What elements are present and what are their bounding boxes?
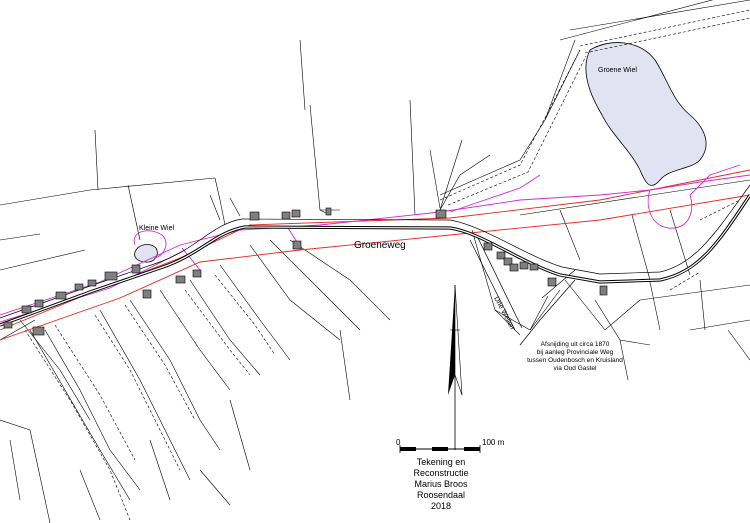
credit-line-4: Roosendaal (417, 490, 465, 500)
main-road (0, 184, 750, 327)
annotation-line-4: via Oud Gastel (554, 365, 598, 372)
kleine-wiel-pond (134, 244, 158, 263)
scale-end-label: 100 m (482, 438, 505, 447)
north-arrow-icon (448, 284, 463, 450)
pond-label-groene-wiel: Groene Wiel (598, 67, 637, 74)
ditch-lines (24, 9, 750, 521)
scale-bar: 0 100 m (396, 438, 505, 453)
red-lines (0, 169, 750, 341)
groene-wiel-pond (585, 42, 707, 186)
credit-block: Tekening en Reconstructie Marius Broos R… (413, 457, 468, 511)
cutoff-annotation: Afsnijding uit circa 1870 bij aanleg Pro… (527, 341, 623, 372)
credit-line-5: 2018 (431, 501, 451, 511)
scale-start-label: 0 (396, 438, 401, 447)
credit-line-3: Marius Broos (414, 479, 468, 489)
annotation-line-2: bij aanleg Provinciale Weg (537, 349, 614, 356)
credit-line-2: Reconstructie (413, 468, 468, 478)
annotation-line-1: Afsnijding uit circa 1870 (541, 341, 610, 348)
street-label-groeneweg: Groeneweg (354, 240, 406, 251)
credit-line-1: Tekening en (417, 457, 466, 467)
pond-label-kleine-wiel: Kleine Wiel (139, 225, 174, 232)
street-label-drie-weilen: Drie Weilen (492, 296, 515, 331)
annotation-line-3: tussen Oudenbosch en Kruisland (527, 357, 623, 364)
side-road (469, 237, 576, 346)
buildings (3, 207, 608, 336)
